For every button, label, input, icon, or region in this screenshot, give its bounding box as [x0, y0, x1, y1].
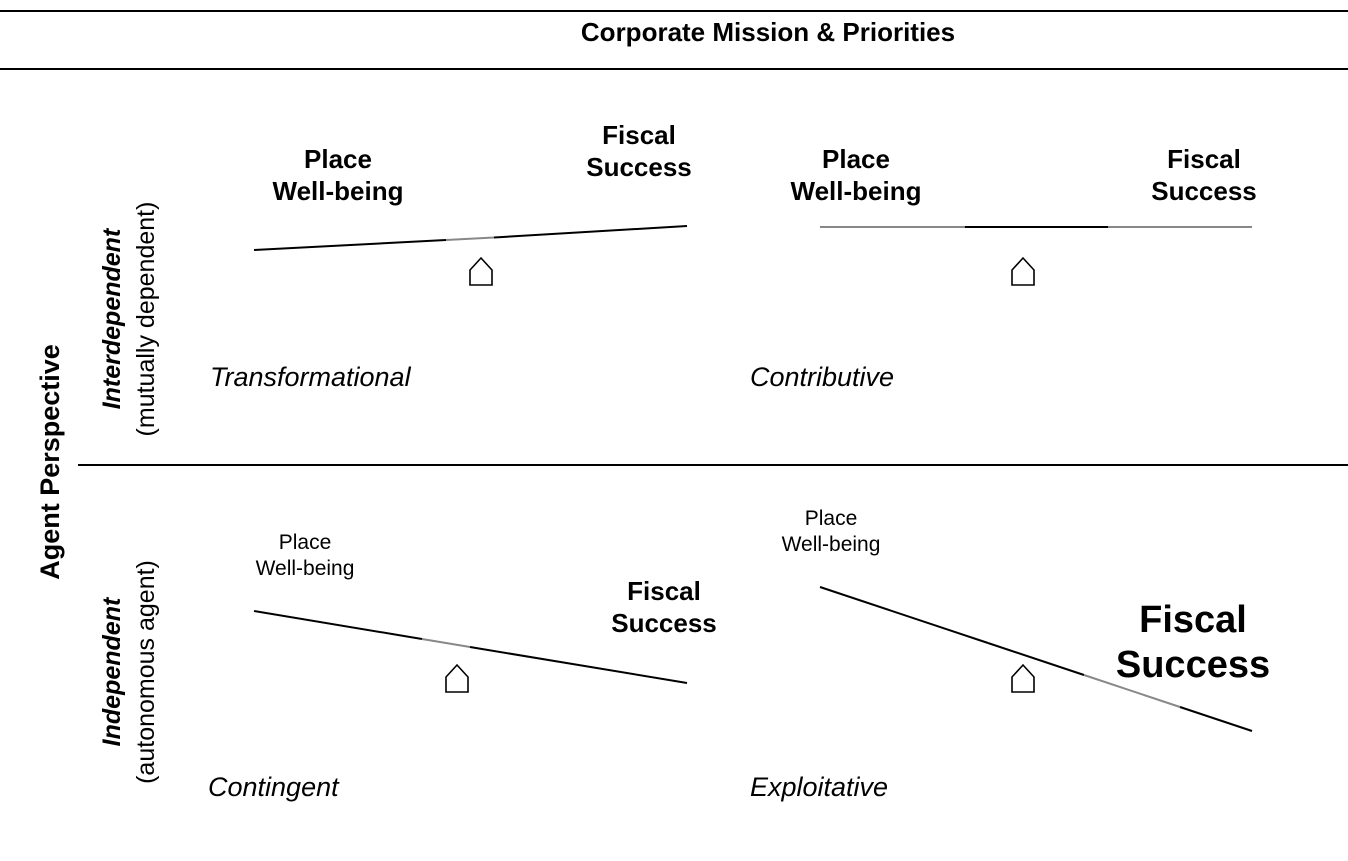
beam-top-left [253, 225, 688, 251]
quadrant-name-exploitative: Exploitative [750, 772, 889, 802]
header-top-rule [0, 10, 1348, 12]
fulcrum-icon [445, 663, 469, 693]
page-title: Corporate Mission & Priorities [580, 17, 956, 47]
header-bottom-rule [0, 68, 1348, 70]
fulcrum-icon [1011, 663, 1035, 693]
beam-bottom-left [253, 610, 688, 684]
row-divider-rule [78, 464, 1348, 466]
quadrant-name-contingent: Contingent [208, 772, 339, 802]
quadrant-name-contributive: Contributive [750, 362, 895, 392]
fulcrum-icon [1011, 256, 1035, 286]
fulcrum-icon [469, 256, 493, 286]
beam-bottom-right [819, 586, 1253, 732]
quadrant-name-transformational: Transformational [210, 362, 411, 392]
